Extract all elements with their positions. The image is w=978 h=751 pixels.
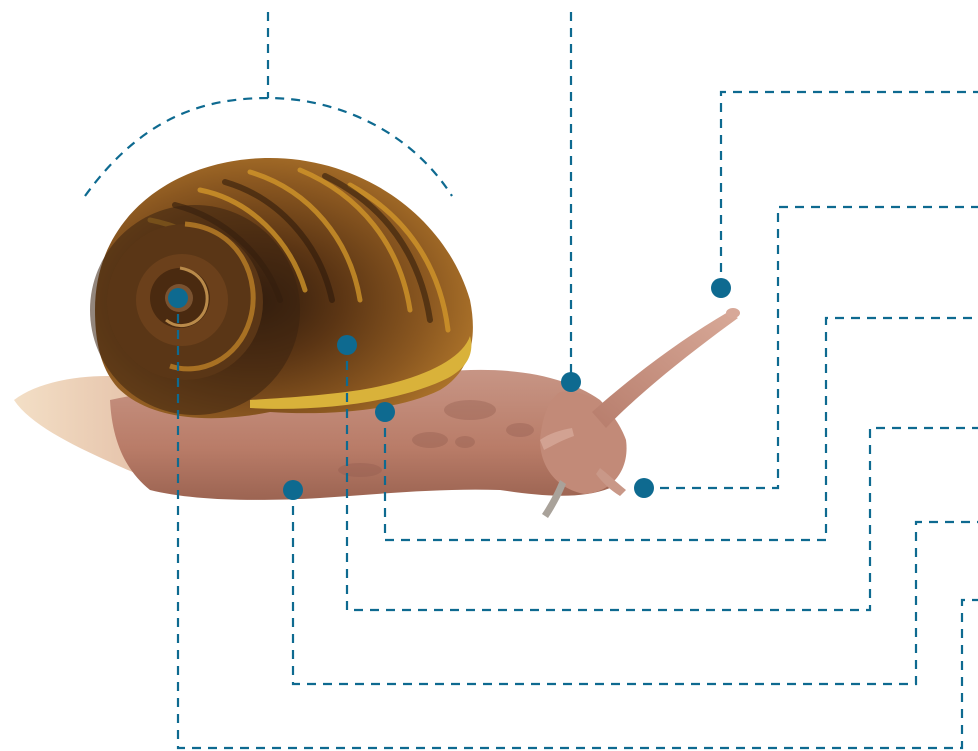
snail-upper-tentacle bbox=[592, 312, 738, 428]
marker-upper-tentacle[interactable] bbox=[711, 278, 731, 298]
marker-mantle[interactable] bbox=[561, 372, 581, 392]
marker-foot[interactable] bbox=[283, 480, 303, 500]
marker-breathing-pore[interactable] bbox=[375, 402, 395, 422]
marker-lower-tentacle[interactable] bbox=[634, 478, 654, 498]
marker-shell-apex[interactable] bbox=[168, 288, 188, 308]
snail-shell bbox=[90, 158, 473, 418]
marker-shell-whorl[interactable] bbox=[337, 335, 357, 355]
snail-illustration bbox=[14, 158, 740, 518]
leader-upper-tentacle bbox=[721, 92, 978, 288]
snail-eye-tip bbox=[726, 308, 740, 318]
leader-foot bbox=[293, 490, 978, 684]
